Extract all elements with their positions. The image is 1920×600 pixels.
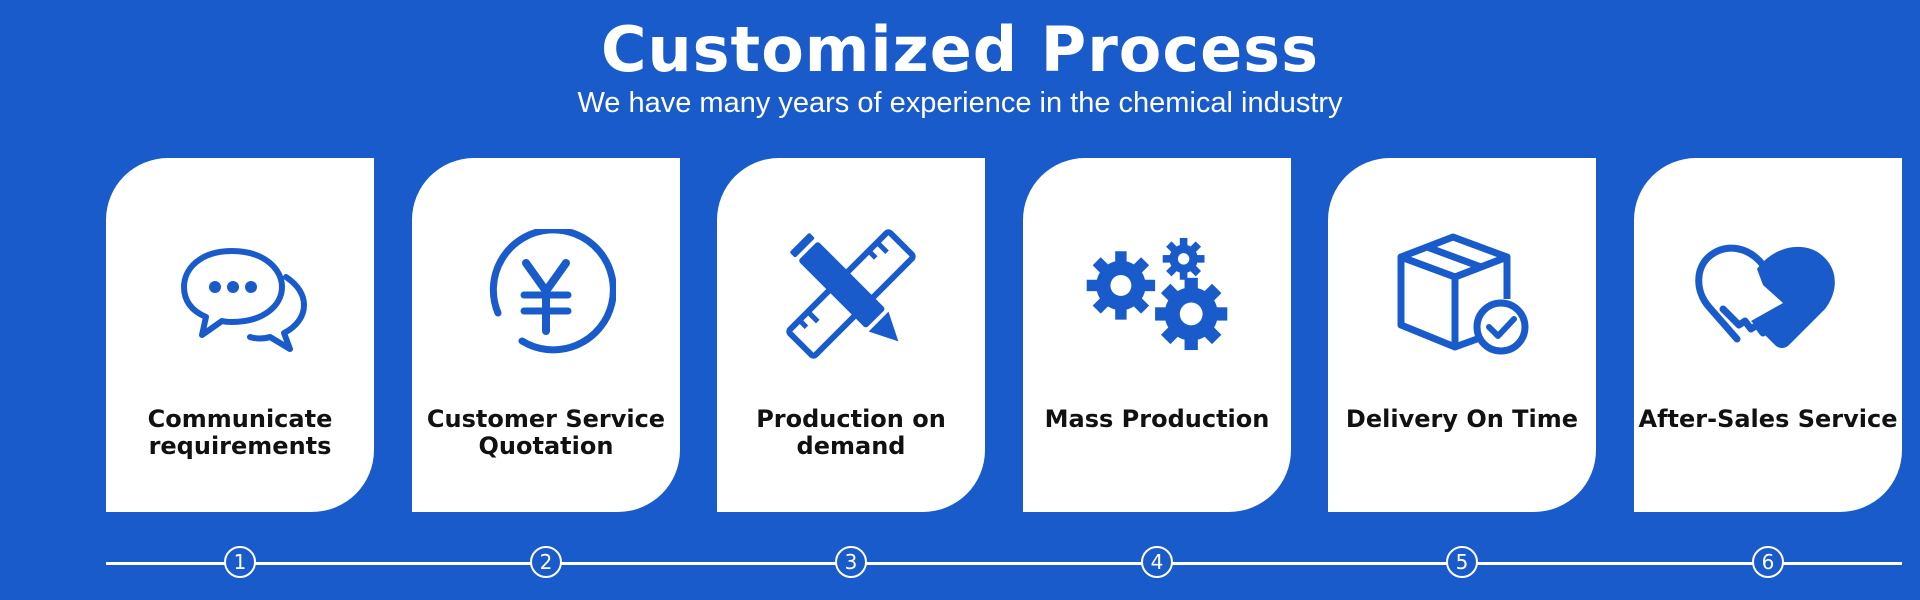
process-card-delivery: Delivery On Time <box>1328 158 1596 512</box>
process-card-communicate: Communicate requirements <box>106 158 374 512</box>
step-label: After-Sales Service <box>1638 405 1898 433</box>
step-number-badge: 2 <box>530 546 562 578</box>
page-subtitle: We have many years of experience in the … <box>577 87 1343 119</box>
gears-icon <box>1081 224 1233 364</box>
package-check-icon <box>1386 224 1538 364</box>
pencil-ruler-icon <box>775 224 927 364</box>
process-card-production-on-demand: Production on demand <box>717 158 985 512</box>
step-number-badge: 3 <box>835 546 867 578</box>
page-title: Customized Process <box>601 13 1319 86</box>
step-label: Customer Service Quotation <box>426 405 666 460</box>
step-number-badge: 5 <box>1446 546 1478 578</box>
step-label: Communicate requirements <box>147 405 333 460</box>
chat-bubbles-icon <box>164 224 316 364</box>
timeline-line <box>106 562 1902 565</box>
step-label: Delivery On Time <box>1345 405 1579 433</box>
process-card-after-sales: After-Sales Service <box>1634 158 1902 512</box>
step-number-badge: 1 <box>224 546 256 578</box>
process-card-quotation: Customer Service Quotation <box>412 158 680 512</box>
yen-coin-icon <box>470 224 622 364</box>
process-card-mass-production: Mass Production <box>1023 158 1291 512</box>
step-label: Mass Production <box>1044 405 1270 433</box>
handshake-heart-icon <box>1692 224 1844 364</box>
step-label: Production on demand <box>756 405 946 460</box>
step-number-badge: 4 <box>1141 546 1173 578</box>
step-number-badge: 6 <box>1752 546 1784 578</box>
